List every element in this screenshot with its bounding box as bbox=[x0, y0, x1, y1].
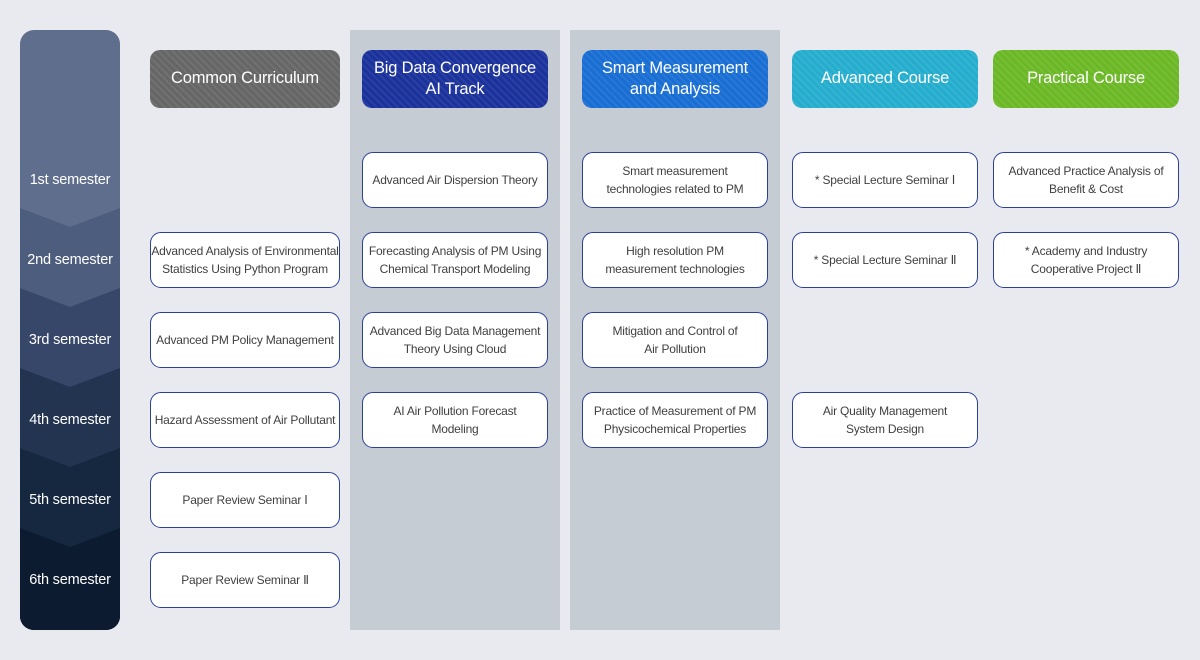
course-box: Paper Review Seminar Ⅰ bbox=[150, 472, 340, 528]
course-box: * Special Lecture Seminar Ⅱ bbox=[792, 232, 978, 288]
course-title: Paper Review Seminar Ⅱ bbox=[181, 573, 309, 587]
semester-label-1: 1st semester bbox=[29, 172, 111, 188]
course-box: Advanced Big Data Management Theory Usin… bbox=[362, 312, 548, 368]
semester-label-5: 5th semester bbox=[29, 492, 111, 508]
semester-timeline: 1st semester 2nd semester 3rd semester 4… bbox=[20, 30, 120, 630]
course-title: AI Air Pollution Forecast Modeling bbox=[393, 404, 517, 436]
semester-label-6: 6th semester bbox=[29, 572, 111, 588]
course-box: * Academy and Industry Cooperative Proje… bbox=[993, 232, 1179, 288]
course-title: Advanced Analysis of Environmental Stati… bbox=[151, 244, 339, 276]
course-title: Air Quality Management System Design bbox=[822, 404, 948, 436]
course-box: Practice of Measurement of PM Physicoche… bbox=[582, 392, 768, 448]
track-header-big-data-ai-track: Big Data Convergence AI Track bbox=[362, 50, 548, 108]
course-box: Paper Review Seminar Ⅱ bbox=[150, 552, 340, 608]
course-title: Advanced Big Data Management Theory Usin… bbox=[369, 324, 541, 356]
course-box: Advanced PM Policy Management bbox=[150, 312, 340, 368]
course-title: High resolution PM measurement technolog… bbox=[605, 244, 745, 276]
semester-label-3: 3rd semester bbox=[28, 332, 112, 348]
course-box: Hazard Assessment of Air Pollutant bbox=[150, 392, 340, 448]
course-box: High resolution PM measurement technolog… bbox=[582, 232, 768, 288]
course-box: Air Quality Management System Design bbox=[792, 392, 978, 448]
course-box: Advanced Air Dispersion Theory bbox=[362, 152, 548, 208]
course-title: Advanced PM Policy Management bbox=[156, 333, 334, 347]
course-box: Mitigation and Control of Air Pollution bbox=[582, 312, 768, 368]
track-header-smart-measurement: Smart Measurement and Analysis bbox=[582, 50, 768, 108]
course-box: AI Air Pollution Forecast Modeling bbox=[362, 392, 548, 448]
semester-label-4: 4th semester bbox=[29, 412, 111, 428]
course-title: Forecasting Analysis of PM Using Chemica… bbox=[368, 244, 542, 276]
track-header-practical-course: Practical Course bbox=[993, 50, 1179, 108]
course-title: * Academy and Industry Cooperative Proje… bbox=[1024, 244, 1148, 276]
course-title: Mitigation and Control of Air Pollution bbox=[612, 324, 738, 356]
track-header-advanced-course: Advanced Course bbox=[792, 50, 978, 108]
course-box: Forecasting Analysis of PM Using Chemica… bbox=[362, 232, 548, 288]
course-title: * Special Lecture Seminar Ⅰ bbox=[814, 173, 956, 187]
course-box: * Special Lecture Seminar Ⅰ bbox=[792, 152, 978, 208]
course-box: Smart measurement technologies related t… bbox=[582, 152, 768, 208]
course-title: Smart measurement technologies related t… bbox=[606, 164, 744, 196]
course-title: Practice of Measurement of PM Physicoche… bbox=[593, 404, 757, 436]
course-box: Advanced Analysis of Environmental Stati… bbox=[150, 232, 340, 288]
course-title: Advanced Practice Analysis of Benefit & … bbox=[1008, 164, 1164, 196]
course-title: Paper Review Seminar Ⅰ bbox=[182, 493, 308, 507]
course-title: Advanced Air Dispersion Theory bbox=[372, 173, 538, 187]
course-box: Advanced Practice Analysis of Benefit & … bbox=[993, 152, 1179, 208]
track-header-common-curriculum: Common Curriculum bbox=[150, 50, 340, 108]
course-title: Hazard Assessment of Air Pollutant bbox=[154, 413, 336, 427]
course-title: * Special Lecture Seminar Ⅱ bbox=[813, 253, 957, 267]
semester-label-2: 2nd semester bbox=[27, 252, 113, 268]
